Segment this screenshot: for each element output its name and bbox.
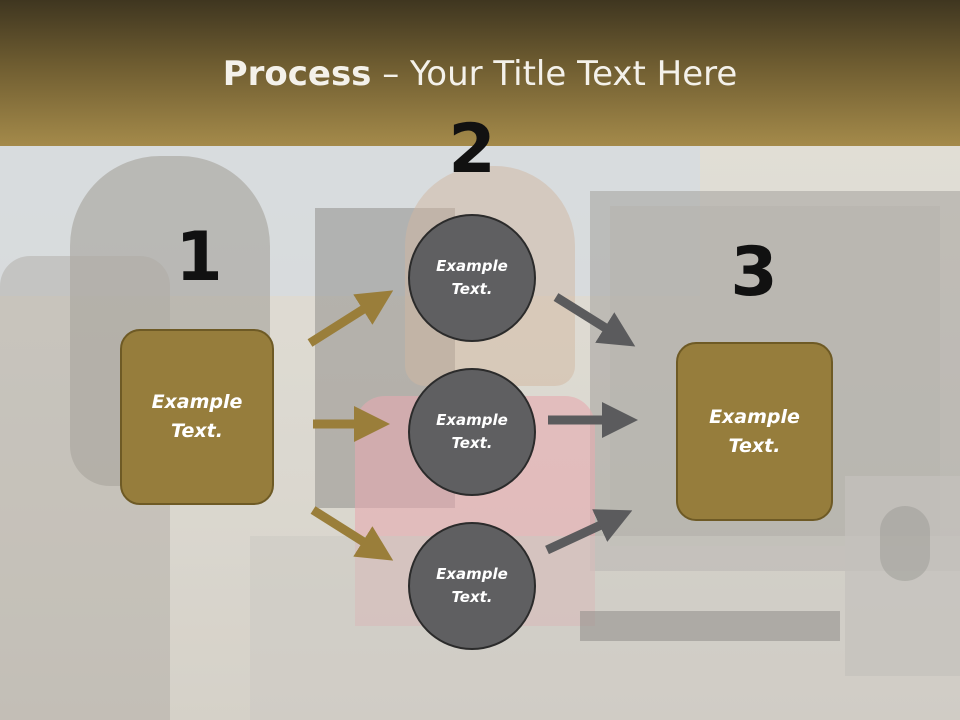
- process-box-left-text: Example Text.: [151, 391, 243, 442]
- arrow-bottom-to-right: [545, 509, 633, 555]
- title-rest: – Your Title Text Here: [371, 54, 738, 94]
- process-circle-top-text: Example Text.: [436, 257, 508, 298]
- title-bar: [0, 0, 960, 146]
- process-circle-middle: Example Text.: [408, 368, 536, 496]
- step-number-1: 1: [175, 218, 223, 297]
- process-circle-bottom-text: Example Text.: [436, 565, 508, 606]
- title-bold: Process: [222, 54, 372, 94]
- page-title: Process – Your Title Text Here: [0, 54, 960, 94]
- step-number-2: 2: [448, 110, 496, 189]
- process-circle-bottom: Example Text.: [408, 522, 536, 650]
- process-box-right: Example Text.: [676, 342, 833, 521]
- arrow-left-to-bottom: [310, 506, 394, 561]
- process-circle-top: Example Text.: [408, 214, 536, 342]
- step-number-3: 3: [730, 233, 778, 312]
- arrow-left-to-top: [307, 290, 394, 347]
- process-box-left: Example Text.: [120, 329, 274, 505]
- process-circle-middle-text: Example Text.: [436, 411, 508, 452]
- arrow-top-to-right: [553, 293, 636, 347]
- process-box-right-text: Example Text.: [709, 405, 800, 457]
